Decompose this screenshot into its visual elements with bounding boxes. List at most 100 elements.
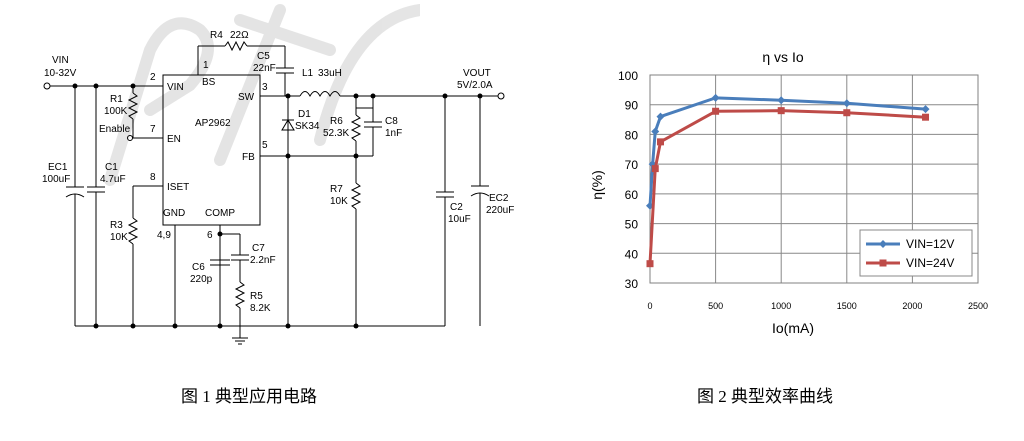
- r7-value: 10K: [330, 196, 348, 207]
- x-tick-label: 2500: [968, 301, 988, 311]
- data-point: [651, 165, 659, 173]
- pin-iset: ISET: [167, 182, 189, 193]
- ec2-value: 220uF: [486, 205, 514, 216]
- x-tick-label: 2000: [902, 301, 922, 311]
- ic-part-number: AP2962: [195, 118, 231, 129]
- vin-label: VIN: [52, 55, 69, 66]
- ec2-ref: EC2: [489, 193, 509, 204]
- c2-value: 10uF: [448, 214, 471, 225]
- pin-number-gnd: 4,9: [157, 230, 171, 241]
- c7-value: 2.2nF: [250, 255, 276, 266]
- schematic-diagram: VIN 10-32V VOUT 5V/2.0A AP2962 VIN BS SW…: [42, 30, 514, 345]
- r4-value: 22Ω: [230, 30, 249, 41]
- legend-label: VIN=24V: [906, 256, 954, 270]
- legend-marker: [879, 259, 887, 267]
- r4-ref: R4: [210, 30, 223, 41]
- enable-label: Enable: [99, 124, 131, 135]
- y-tick-label: 100: [618, 69, 638, 83]
- legend-marker: [879, 240, 887, 248]
- pin-number-iset: 8: [150, 172, 156, 183]
- y-tick-label: 80: [625, 128, 639, 142]
- data-point: [651, 127, 660, 136]
- r6-ref: R6: [330, 116, 343, 127]
- y-tick-label: 30: [625, 277, 639, 291]
- pin-fb: FB: [242, 152, 255, 163]
- c6-value: 220p: [190, 274, 213, 285]
- r5-value: 8.2K: [250, 303, 271, 314]
- pin-bs: BS: [202, 77, 216, 88]
- y-tick-label: 50: [625, 218, 639, 232]
- data-point: [843, 109, 851, 117]
- data-point: [921, 105, 930, 114]
- pin-vin: VIN: [167, 82, 184, 93]
- vout-label: VOUT: [463, 68, 491, 79]
- vin-range: 10-32V: [44, 68, 77, 79]
- pin-number-vin: 2: [150, 72, 156, 83]
- c5-ref: C5: [257, 51, 270, 62]
- d1-ref: D1: [298, 109, 311, 120]
- data-point: [712, 107, 720, 115]
- ec1-value: 100uF: [42, 174, 70, 185]
- pin-sw: SW: [238, 92, 255, 103]
- watermark-letters: [104, 4, 420, 186]
- pin-en: EN: [167, 134, 181, 145]
- y-tick-label: 70: [625, 158, 639, 172]
- chart-legend: VIN=12V VIN=24V: [859, 229, 973, 277]
- pin-gnd: GND: [163, 208, 185, 219]
- pin-number-fb: 5: [262, 140, 268, 151]
- data-point: [777, 96, 786, 105]
- c8-ref: C8: [385, 116, 398, 127]
- r7-ref: R7: [330, 184, 343, 195]
- x-axis-label: Io(mA): [772, 320, 814, 336]
- pin-comp: COMP: [205, 208, 235, 219]
- pin-number-en: 7: [150, 124, 156, 135]
- r1-ref: R1: [110, 94, 123, 105]
- y-tick-label: 90: [625, 99, 639, 113]
- c2-ref: C2: [450, 202, 463, 213]
- r6-value: 52.3K: [323, 128, 349, 139]
- plot-area-border: [649, 74, 979, 284]
- r5-ref: R5: [250, 291, 263, 302]
- y-axis-label: η(%): [589, 170, 605, 200]
- figure2-caption: 图 2 典型效率曲线: [697, 387, 833, 406]
- d1-value: SK34: [295, 121, 320, 132]
- vout-spec: 5V/2.0A: [457, 80, 493, 91]
- data-point: [656, 112, 665, 121]
- c5-value: 22nF: [253, 63, 276, 74]
- ec1-ref: EC1: [48, 162, 68, 173]
- x-tick-label: 1500: [837, 301, 857, 311]
- l1-ref: L1: [302, 68, 314, 79]
- r3-value: 10K: [110, 232, 128, 243]
- chart-title: η vs Io: [762, 49, 803, 65]
- c1-ref: C1: [105, 162, 118, 173]
- pin-number-bs: 1: [203, 60, 209, 71]
- x-tick-label: 500: [708, 301, 723, 311]
- data-point: [922, 113, 930, 121]
- data-point: [648, 160, 657, 169]
- data-point: [656, 138, 664, 146]
- r3-ref: R3: [110, 220, 123, 231]
- x-tick-label: 0: [647, 301, 652, 311]
- c6-ref: C6: [192, 262, 205, 273]
- x-tick-label: 1000: [771, 301, 791, 311]
- figure1-caption: 图 1 典型应用电路: [181, 387, 317, 406]
- data-point: [842, 99, 851, 108]
- data-point: [711, 93, 720, 102]
- pin-number-comp: 6: [207, 230, 213, 241]
- data-point: [777, 107, 785, 115]
- c7-ref: C7: [252, 243, 265, 254]
- y-tick-label: 60: [625, 188, 639, 202]
- pin-number-sw: 3: [262, 82, 268, 93]
- chart-series: [646, 93, 930, 268]
- c1-value: 4.7uF: [100, 174, 126, 185]
- data-point: [646, 260, 654, 268]
- r1-value: 100K: [104, 106, 128, 117]
- y-tick-label: 40: [625, 247, 639, 261]
- ic-body: [162, 74, 261, 226]
- legend-label: VIN=12V: [906, 237, 954, 251]
- legend-box: [859, 229, 973, 277]
- series-line-1: [648, 96, 926, 206]
- l1-value: 33uH: [318, 68, 342, 79]
